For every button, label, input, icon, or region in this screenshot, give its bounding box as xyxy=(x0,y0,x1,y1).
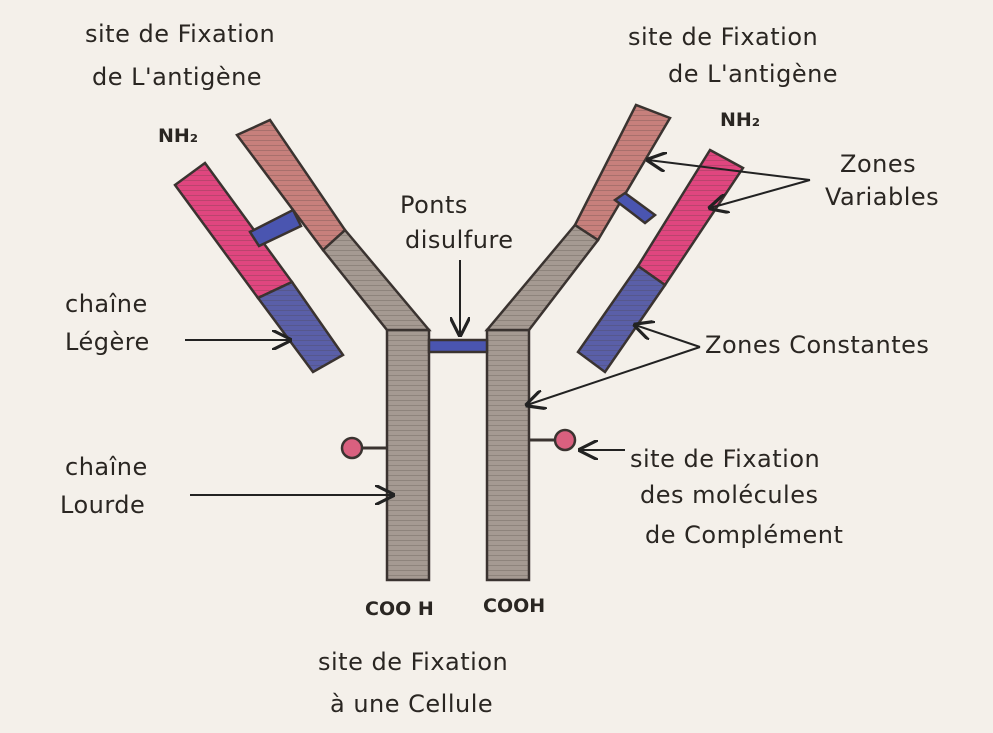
light-chain-left xyxy=(173,161,345,374)
heavy-chain-left xyxy=(235,118,432,582)
antigen-site-left-label-1: site de Fixation xyxy=(85,20,275,48)
cooh-right-label: COOH xyxy=(483,595,545,617)
disulfide-bridges xyxy=(248,191,658,354)
cell-site-label-2: à une Cellule xyxy=(330,690,493,718)
variable-zones-label-2: Variables xyxy=(825,183,939,211)
antigen-site-right-label-2: de L'antigène xyxy=(668,60,838,88)
complement-knob-left xyxy=(340,436,387,460)
antigen-site-left-label-2: de L'antigène xyxy=(92,63,262,91)
complement-site-label-3: de Complément xyxy=(645,521,843,549)
disulfide-label-2: disulfure xyxy=(405,226,514,254)
variable-zones-label-1: Zones xyxy=(840,150,916,178)
light-chain-label-1: chaîne xyxy=(65,290,148,318)
constant-zones-label: Zones Constantes xyxy=(705,331,929,359)
nh2-right-label: NH₂ xyxy=(720,109,760,131)
light-chain-right xyxy=(576,148,745,374)
light-chain-label-2: Légère xyxy=(65,328,150,356)
disulfide-label-1: Ponts xyxy=(400,191,468,219)
cooh-left-label: COO H xyxy=(365,598,434,620)
heavy-chain-right xyxy=(484,103,672,582)
complement-site-label-2: des molécules xyxy=(640,481,818,509)
heavy-chain-label-2: Lourde xyxy=(60,491,145,519)
antigen-site-right-label-1: site de Fixation xyxy=(628,23,818,51)
cell-site-label-1: site de Fixation xyxy=(318,648,508,676)
complement-site-label-1: site de Fixation xyxy=(630,445,820,473)
arrows xyxy=(185,160,811,495)
complement-knob-right xyxy=(529,428,577,452)
nh2-left-label: NH₂ xyxy=(158,125,198,147)
heavy-chain-label-1: chaîne xyxy=(65,453,148,481)
